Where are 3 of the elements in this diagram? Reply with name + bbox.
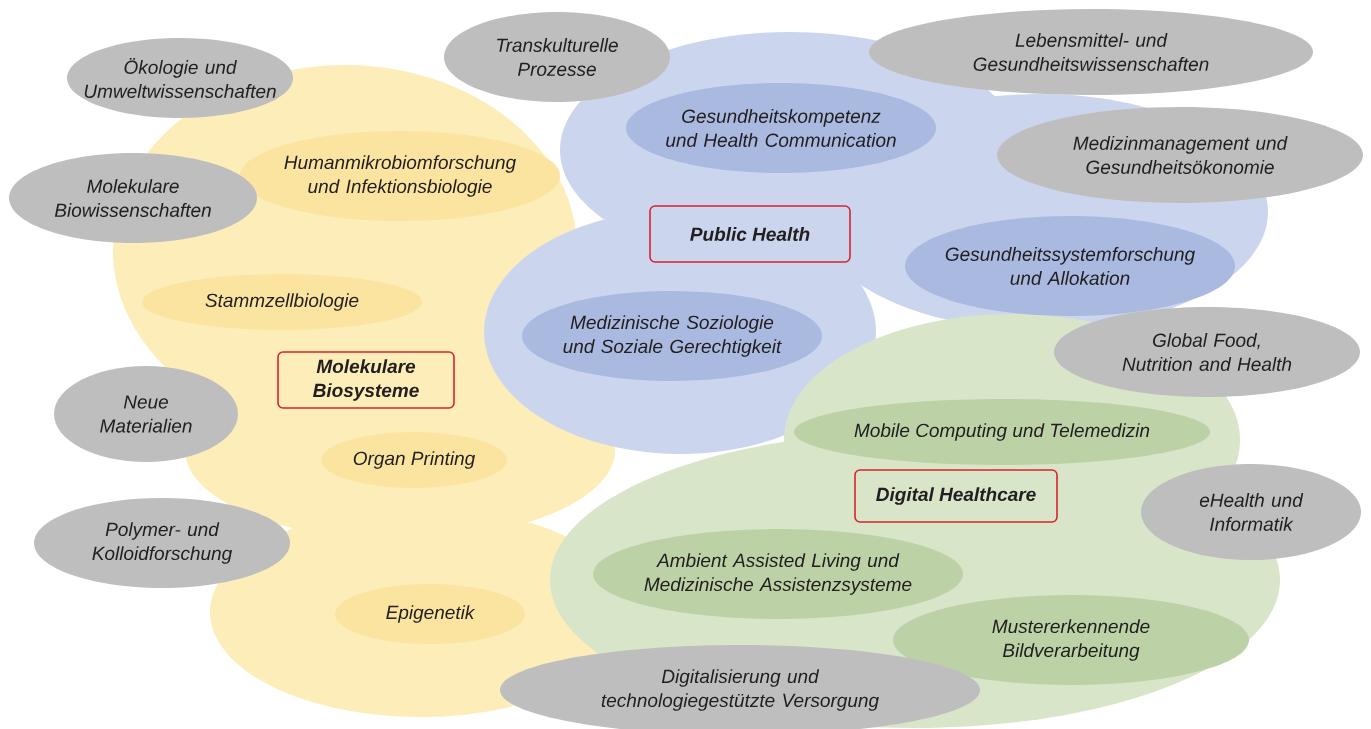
key-area-box: Digital Healthcare: [854, 469, 1058, 523]
key-area-box: Molekulare Biosysteme: [277, 351, 455, 409]
key-area-box: Public Health: [649, 205, 851, 263]
